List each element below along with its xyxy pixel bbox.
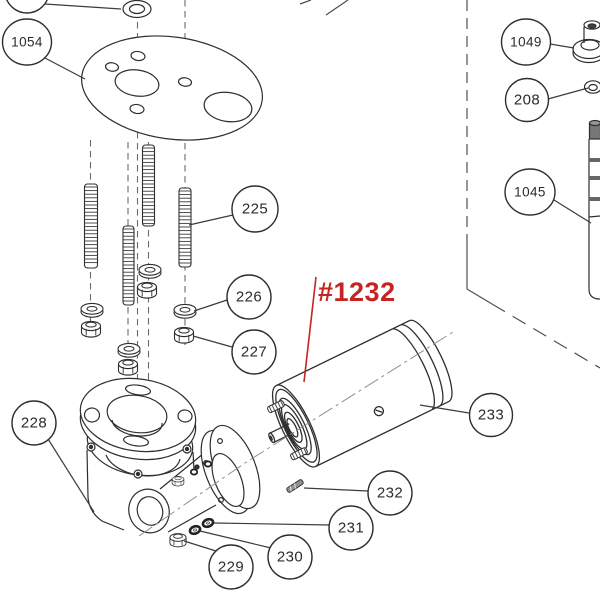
cap-fitting	[572, 20, 600, 64]
callout-229: 229	[208, 544, 254, 590]
callout-230-label: 230	[277, 549, 303, 566]
leader-lines	[44, 3, 592, 552]
washers	[80, 263, 197, 358]
callout-233: 233	[468, 392, 514, 438]
callout-231: 231	[328, 505, 374, 551]
highlight-leader-line	[303, 276, 317, 383]
callout-233-label: 233	[478, 407, 504, 424]
callout-229-label: 229	[218, 559, 244, 576]
callout-230: 230	[267, 534, 313, 580]
callout-232: 232	[367, 470, 413, 516]
highlight-annotation: #1232	[303, 276, 396, 383]
callout-232-label: 232	[377, 485, 403, 502]
cylinder-cartridge	[588, 119, 600, 300]
o-ring	[200, 516, 216, 530]
callout-227: 227	[231, 329, 277, 375]
callout-225-label: 225	[242, 201, 268, 218]
callout-1045: 1045	[504, 168, 556, 216]
flange-bolts	[86, 442, 192, 479]
callouts: 1054 225 226 227 228 229 230 231	[1, 0, 556, 590]
highlight-label: #1232	[318, 277, 396, 307]
assembly-axis-centerline	[138, 331, 454, 537]
seal-ring	[583, 80, 600, 94]
callout-1049-label: 1049	[510, 35, 542, 50]
seal-ring-small	[187, 523, 203, 537]
motor-studs	[267, 400, 308, 461]
drive-pin	[286, 479, 304, 493]
callout-1045-label: 1045	[514, 185, 546, 200]
callout-225: 225	[231, 185, 279, 233]
lock-nuts	[80, 281, 195, 376]
callout-partial-top	[6, 0, 48, 14]
callout-1054: 1054	[1, 18, 53, 66]
top-washer	[122, 0, 152, 19]
callout-228-label: 228	[21, 415, 47, 432]
callout-228: 228	[11, 400, 57, 446]
callout-208: 208	[504, 77, 550, 123]
motor-terminal-screw	[373, 406, 385, 417]
mounting-plate	[81, 35, 263, 141]
callout-226: 226	[226, 274, 272, 320]
callout-208-label: 208	[514, 92, 540, 109]
small-nut	[169, 533, 187, 548]
inset-boundary	[299, 0, 600, 369]
callout-231-label: 231	[338, 520, 364, 537]
callout-1054-label: 1054	[11, 35, 43, 50]
pump-body	[79, 377, 261, 534]
stud-bolts	[83, 144, 192, 306]
callout-226-label: 226	[236, 289, 262, 306]
callout-1049: 1049	[500, 18, 552, 66]
motor	[267, 319, 453, 468]
callout-227-label: 227	[241, 344, 267, 361]
